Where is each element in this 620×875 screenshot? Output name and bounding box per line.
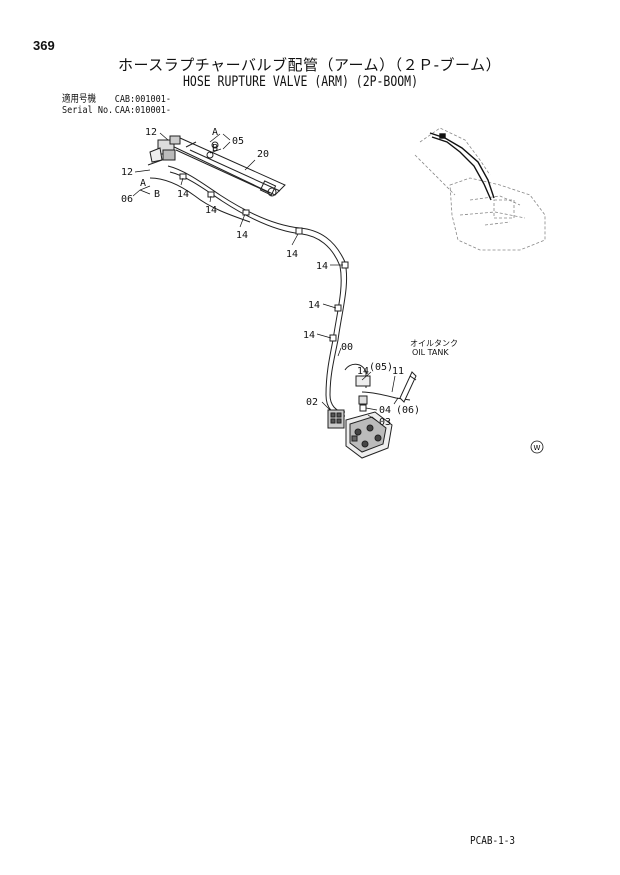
excavator-silhouette bbox=[414, 127, 546, 251]
page-number: 369 bbox=[33, 38, 55, 53]
callout-06: 06 bbox=[121, 194, 133, 205]
leader-lines bbox=[132, 132, 399, 422]
title-english: HOSE RUPTURE VALVE (ARM) (2P-BOOM) bbox=[183, 74, 418, 90]
serial-info: 適用号機 CAB:001001- Serial No.CAA:010001- bbox=[62, 94, 171, 116]
callout-14-2: 14 bbox=[205, 205, 217, 216]
callout-04: 04 bbox=[379, 405, 391, 416]
callout-14-6: 14 bbox=[308, 300, 320, 311]
callout-11: 11 bbox=[392, 366, 404, 377]
callout-14-8: 14 bbox=[357, 366, 369, 377]
w-mark: W bbox=[530, 440, 544, 454]
callout-14-3: 14 bbox=[236, 230, 248, 241]
callout-12-top: 12 bbox=[145, 127, 157, 138]
callout-labels: 12 A B 05 20 12 A B 06 14 14 14 14 14 14… bbox=[121, 127, 458, 428]
oil-tank-label-jp: オイルタンク bbox=[410, 339, 458, 348]
serial-value-cab: CAB:001001- bbox=[114, 94, 171, 105]
footer-code: PCAB-1-3 bbox=[470, 834, 516, 847]
serial-label-applicable: 適用号機 bbox=[62, 94, 96, 105]
w-mark-text: W bbox=[534, 444, 541, 452]
hose-route bbox=[149, 165, 349, 417]
callout-06-paren: (06) bbox=[396, 405, 420, 416]
callout-12-left: 12 bbox=[121, 167, 133, 178]
callout-b-top: B bbox=[212, 143, 218, 154]
title-japanese: ホースラプチャーバルブ配管（アーム）（２Ｐ-ブーム） bbox=[118, 56, 502, 74]
callout-b-left: B bbox=[154, 189, 160, 200]
arm-cylinder-drawing bbox=[147, 135, 286, 197]
oil-tank-label-en: OIL TANK bbox=[412, 348, 449, 357]
callout-20: 20 bbox=[257, 149, 269, 160]
callout-02: 02 bbox=[306, 397, 318, 408]
callout-03: 03 bbox=[379, 417, 391, 428]
callout-14-1: 14 bbox=[177, 189, 189, 200]
serial-value-caa: CAA:010001- bbox=[114, 105, 171, 116]
callout-14-4: 14 bbox=[286, 249, 298, 260]
callout-14-7: 14 bbox=[303, 330, 315, 341]
callout-14-5: 14 bbox=[316, 261, 328, 272]
callout-05-paren: (05) bbox=[369, 362, 393, 373]
serial-row-applicable: 適用号機 CAB:001001- bbox=[62, 94, 171, 105]
callout-05: 05 bbox=[232, 136, 244, 147]
callout-a-top: A bbox=[212, 127, 218, 138]
serial-label-number: Serial No. bbox=[62, 105, 114, 116]
excavator-hose-highlight bbox=[429, 132, 495, 201]
serial-row-number: Serial No.CAA:010001- bbox=[62, 105, 171, 116]
callout-00: 00 bbox=[341, 342, 353, 353]
valve-assembly-drawing bbox=[327, 363, 417, 459]
callout-a-left: A bbox=[140, 178, 146, 189]
